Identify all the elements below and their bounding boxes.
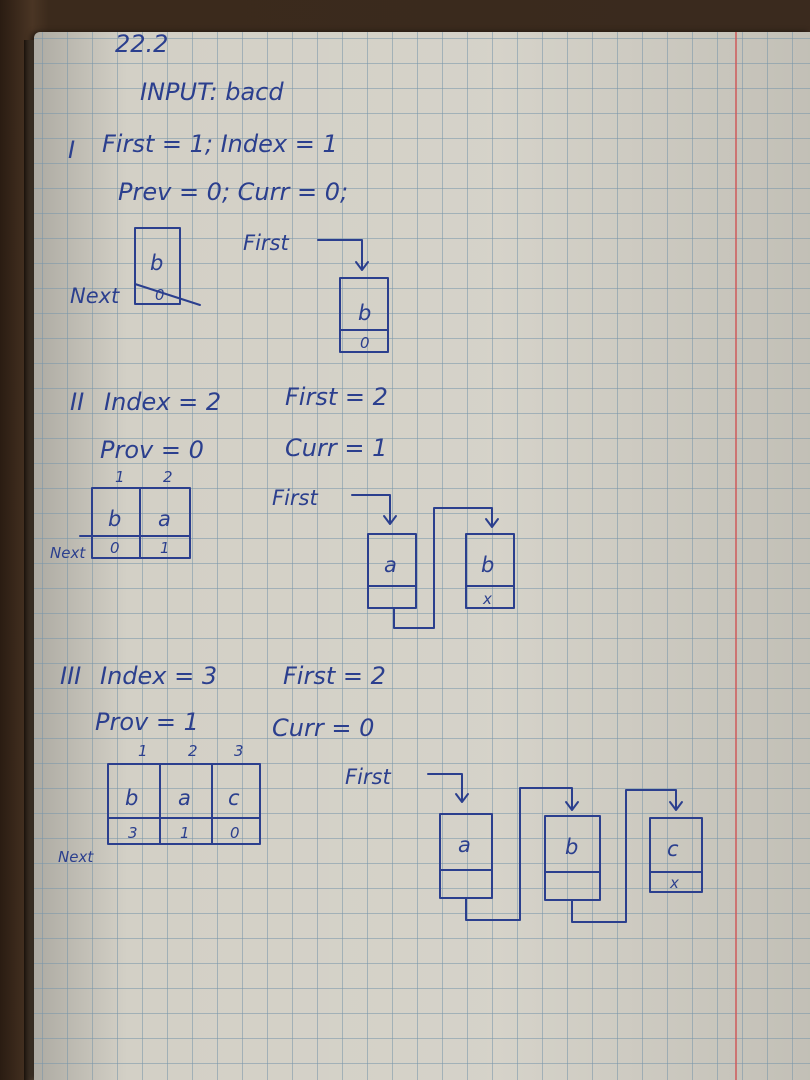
step1-node <box>339 277 389 353</box>
step3-node-b-value: b <box>565 835 578 859</box>
step1-numeral: I <box>68 136 75 164</box>
step3-node-c-value: c <box>667 837 679 861</box>
step3-next-2: 1 <box>180 824 190 842</box>
step3-node-c <box>649 817 703 893</box>
input-line: INPUT: bacd <box>140 78 284 106</box>
step2-curr: Curr = 1 <box>285 434 387 462</box>
step3-node-c-next: x <box>669 874 679 892</box>
red-margin-line <box>735 32 737 1080</box>
step2-numeral: II <box>70 388 84 416</box>
step3-numeral: III <box>60 662 81 690</box>
step2-list: First a b x <box>272 486 515 629</box>
step2-value-2: a <box>158 507 171 531</box>
step3-next-3: 0 <box>230 824 240 842</box>
step3-index-3: 3 <box>234 742 244 760</box>
step3-first: First = 2 <box>283 662 386 690</box>
step2-node-a-value: a <box>384 553 397 577</box>
step3-value-2: a <box>178 786 191 810</box>
step2-first: First = 2 <box>285 383 388 411</box>
step3-index: Index = 3 <box>100 662 217 690</box>
step2-next-2: 1 <box>160 539 170 557</box>
notebook-page <box>34 32 810 1080</box>
step3-list: First a b c x <box>345 765 703 923</box>
step3-value-3: c <box>228 786 240 810</box>
step3-value-1: b <box>125 786 138 810</box>
step2-next-label: Next <box>50 544 86 562</box>
step3-index-2: 2 <box>188 742 198 760</box>
step1-first-label: First <box>243 231 289 255</box>
step1-node-value: b <box>358 301 371 325</box>
step3-next-1: 3 <box>128 824 138 842</box>
step3-array: 1 2 3 b a c 3 1 0 Next <box>58 742 261 866</box>
step1-node-next: 0 <box>360 334 370 352</box>
step2-node-b-value: b <box>481 553 494 577</box>
step2-node-b-next: x <box>482 590 492 608</box>
step3-first-label: First <box>345 765 391 789</box>
step2-prev: Prov = 0 <box>100 436 204 464</box>
step2-node-a <box>367 533 417 609</box>
step1-line1: First = 1; Index = 1 <box>102 130 338 158</box>
step2-first-label: First <box>272 486 318 510</box>
step2-value-1: b <box>108 507 121 531</box>
step2-next-1: 0 <box>110 539 120 557</box>
problem-number: 22.2 <box>115 30 168 58</box>
step3-index-1: 1 <box>138 742 148 760</box>
step2-index-2: 2 <box>163 468 173 486</box>
step2-node-b <box>465 533 515 609</box>
step3-prev: Prov = 1 <box>95 708 199 736</box>
step1-array: b 0 Next <box>70 227 201 308</box>
step1-first-arrow <box>317 239 363 269</box>
step2-index-1: 1 <box>115 468 125 486</box>
step3-node-a-value: a <box>458 833 471 857</box>
step2-array: 1 2 b a 0 1 Next <box>50 468 191 562</box>
step1-next-label: Next <box>70 284 120 308</box>
step1-array-value: b <box>150 251 163 275</box>
step3-curr: Curr = 0 <box>272 714 374 742</box>
step1-line2: Prev = 0; Curr = 0; <box>118 178 348 206</box>
step1-list: First b 0 <box>243 231 389 353</box>
notebook-spine <box>24 40 36 1080</box>
step1-arrow-head <box>355 261 369 271</box>
step2-index: Index = 2 <box>104 388 221 416</box>
step3-next-label: Next <box>58 848 94 866</box>
step1-array-next: 0 <box>155 286 165 304</box>
